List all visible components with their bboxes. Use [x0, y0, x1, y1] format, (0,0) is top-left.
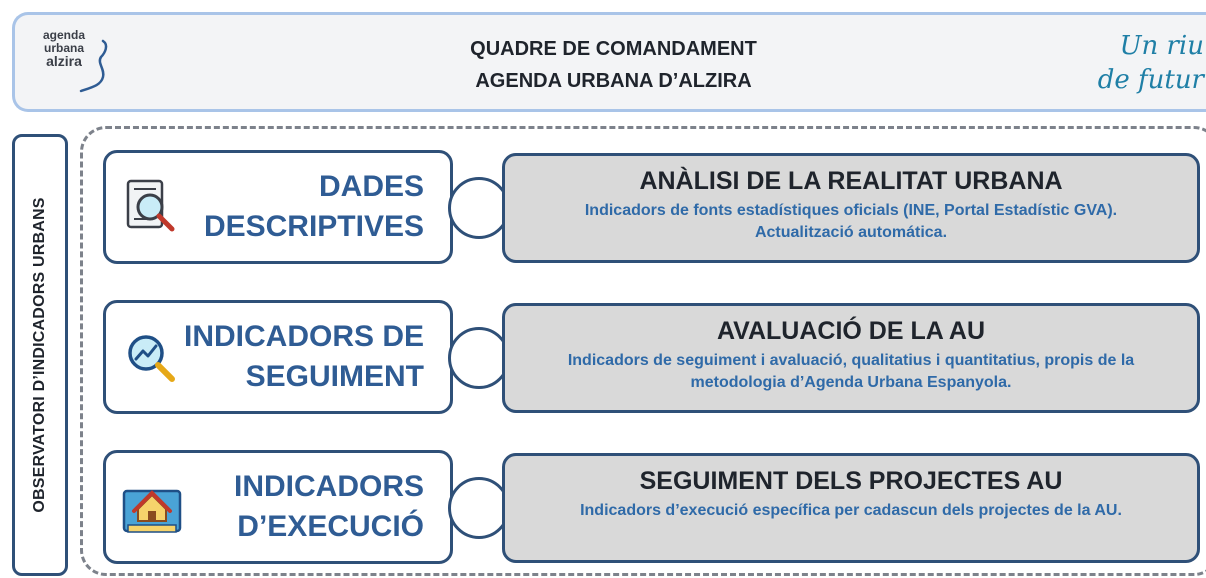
- connector-ring: [448, 477, 510, 539]
- connector-ring: [448, 177, 510, 239]
- right-title: SEGUIMENT DELS PROJECTES AU: [639, 467, 1063, 495]
- house-blueprint-icon: [120, 475, 184, 539]
- document-search-icon: [120, 175, 184, 239]
- logo-text-line3: alzira: [46, 53, 82, 69]
- connector-ring: [448, 327, 510, 389]
- magnifier-chart-icon: [120, 325, 184, 389]
- logo-text-line1: agenda: [42, 28, 85, 42]
- slogan: Un riu de futur: [1098, 29, 1204, 97]
- right-description: Indicadors de fonts estadístiques oficia…: [584, 202, 1118, 241]
- slogan-line1: Un riu: [1119, 31, 1204, 61]
- left-line2: D’EXECUCIÓ: [237, 510, 424, 543]
- card-indicadors-seguiment[interactable]: INDICADORS DE SEGUIMENT: [103, 300, 453, 414]
- row-indicadors-seguiment: INDICADORS DE SEGUIMENT AVALUACIÓ DE LA …: [0, 300, 1206, 416]
- row-indicadors-execucio: INDICADORS D’EXECUCIÓ SEGUIMENT DELS PRO…: [0, 450, 1206, 566]
- card-label: INDICADORS D’EXECUCIÓ: [234, 453, 424, 561]
- right-description: Indicadors de seguiment i avaluació, qua…: [567, 352, 1135, 391]
- river-swoosh-icon: [79, 39, 108, 93]
- right-description: Indicadors d’execució específica per cad…: [580, 502, 1122, 519]
- right-title: AVALUACIÓ DE LA AU: [716, 317, 986, 345]
- right-title: ANÀLISI DE LA REALITAT URBANA: [639, 167, 1063, 195]
- row-dades-descriptives: DADES DESCRIPTIVES ANÀLISI DE LA REALITA…: [0, 150, 1206, 266]
- agenda-urbana-logo[interactable]: agenda urbana alzira: [35, 29, 155, 101]
- logo-text-line2: urbana: [43, 41, 84, 55]
- dashed-frame: [80, 126, 1206, 576]
- left-line1: INDICADORS DE: [183, 320, 424, 353]
- title-line1: QUADRE DE COMANDAMENT: [470, 38, 757, 60]
- card-seguiment-projectes-au[interactable]: SEGUIMENT DELS PROJECTES AU Indicadors d…: [502, 453, 1200, 563]
- card-label: INDICADORS DE SEGUIMENT: [184, 303, 424, 411]
- card-avaluacio-au[interactable]: AVALUACIÓ DE LA AU Indicadors de seguime…: [502, 303, 1200, 413]
- sidebar-observatory-label: OBSERVATORI D’INDICADORS URBANS: [12, 134, 68, 576]
- slogan-line2: de futur: [1097, 65, 1204, 95]
- left-line2: SEGUIMENT: [245, 360, 424, 393]
- header-banner: agenda urbana alzira QUADRE DE COMANDAME…: [12, 12, 1206, 112]
- left-line1: DADES: [318, 170, 424, 203]
- page-title: QUADRE DE COMANDAMENT AGENDA URBANA D’AL…: [15, 33, 1206, 97]
- card-analisi-realitat-urbana[interactable]: ANÀLISI DE LA REALITAT URBANA Indicadors…: [502, 153, 1200, 263]
- left-line2: DESCRIPTIVES: [203, 210, 424, 243]
- card-label: DADES DESCRIPTIVES: [204, 153, 424, 261]
- card-dades-descriptives[interactable]: DADES DESCRIPTIVES: [103, 150, 453, 264]
- left-line1: INDICADORS: [233, 470, 424, 503]
- card-indicadors-execucio[interactable]: INDICADORS D’EXECUCIÓ: [103, 450, 453, 564]
- title-line2: AGENDA URBANA D’ALZIRA: [475, 70, 752, 92]
